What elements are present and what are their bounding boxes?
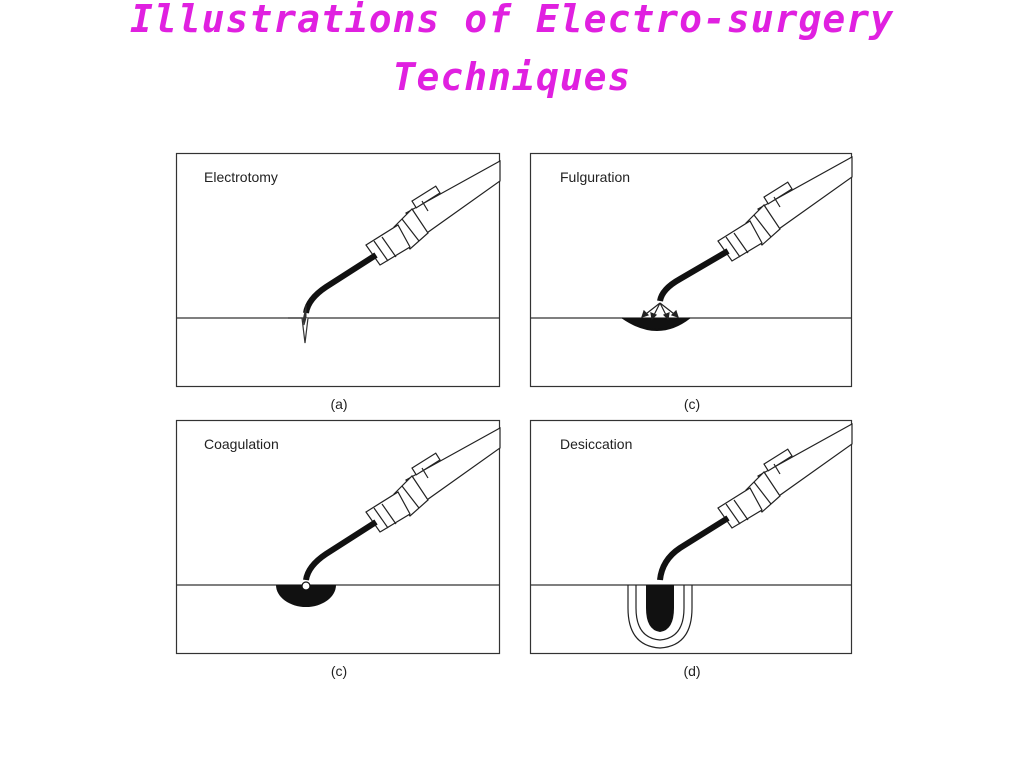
panel-label-coagulation: Coagulation [204, 436, 279, 452]
slide-title-line-2: Techniques [392, 55, 632, 99]
electrotomy-illustration [175, 152, 501, 388]
panel-electrotomy: Electrotomy (a) [175, 152, 501, 412]
panel-desiccation: Desiccation (d) [529, 419, 853, 679]
panel-caption-c-bottom: (c) [330, 663, 348, 679]
panel-label-desiccation: Desiccation [560, 436, 633, 452]
coagulation-illustration [175, 419, 501, 655]
panel-label-fulguration: Fulguration [560, 169, 631, 185]
panel-caption-d: (d) [683, 663, 701, 679]
panel-fulguration: Fulguration (c) [529, 152, 853, 412]
desiccation-illustration [529, 419, 853, 655]
panel-coagulation: Coagulation (c) [175, 419, 501, 679]
fulguration-illustration [529, 152, 853, 388]
slide-title-line-1: Illustrations of Electro-surgery [129, 0, 895, 41]
panel-label-electrotomy: Electrotomy [204, 169, 278, 185]
panel-caption-c-top: (c) [683, 396, 701, 412]
panel-caption-a: (a) [330, 396, 348, 412]
